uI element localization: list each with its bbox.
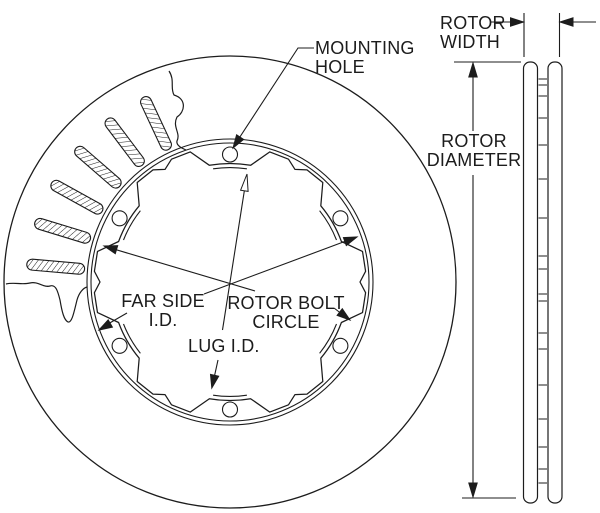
rotor-width-arrow-left [510, 17, 526, 27]
mounting-hole [332, 337, 349, 354]
lug-id-solid-arrow [209, 373, 220, 390]
vane-slot [34, 217, 92, 244]
recess-inner-arc [319, 210, 338, 241]
mounting-hole [221, 146, 239, 163]
lug-id-open-arrow [239, 173, 249, 192]
labels: MOUNTING HOLE FAR SIDE I.D. ROTOR BOLT C… [121, 13, 521, 356]
vane-slot-hatched [34, 217, 92, 244]
diagonal-line-left [106, 246, 256, 292]
far-side-id-label-line1: FAR SIDE [121, 291, 205, 311]
vane-slot-hatched [74, 145, 122, 189]
diagonal-line-upper-right [203, 237, 355, 295]
vane-slot [50, 179, 104, 215]
bolt-circle-diagonal-arrow [342, 236, 359, 247]
rotor-bolt-circle-label-line1: ROTOR BOLT [227, 293, 344, 313]
mounting-hole [111, 337, 128, 354]
mounting-hole [111, 210, 128, 227]
mounting-hole-label-line2: HOLE [315, 57, 365, 77]
vane-slot [140, 96, 172, 151]
rotor-outer-circle [3, 55, 457, 509]
vane-slot [104, 117, 145, 168]
mounting-hole [332, 210, 349, 227]
left-diagonal-arrow [102, 245, 119, 255]
generated-geometry [3, 55, 563, 509]
rotor-width-label-line1: ROTOR [440, 13, 506, 33]
rotor-bolt-circle-label-line2: CIRCLE [252, 312, 319, 332]
break-line-top [168, 70, 187, 151]
recess-inner-arc [213, 166, 247, 170]
rotor-width-dimension [491, 13, 596, 57]
break-line-bottom [5, 282, 88, 323]
side-plate-left [522, 61, 539, 504]
mounting-hole [221, 401, 239, 418]
far-side-id-label-line2: I.D. [149, 310, 178, 330]
vane-slot [26, 258, 86, 275]
mounting-hole-leader [233, 47, 314, 147]
rotor-diameter-label-line2: DIAMETER [427, 150, 522, 170]
vane-slot-hatched [26, 258, 86, 275]
side-plate-right [547, 61, 563, 504]
vane-slot [74, 145, 122, 189]
vane-slot-hatched [104, 117, 145, 168]
rotor-width-arrow-right [558, 17, 574, 27]
far-side-ring-outer [86, 138, 374, 426]
center-dimension-lines [106, 176, 355, 386]
recess-inner-arc [122, 323, 141, 354]
recess-inner-arc [213, 394, 247, 398]
rotor-diameter-label-line1: ROTOR [441, 131, 507, 151]
rotor-diameter-arrow-top [468, 61, 478, 78]
rotor-bolt-circle-arrow [336, 307, 352, 321]
rotor-diameter-arrow-bottom [468, 482, 478, 499]
lug-id-line-upper [221, 176, 248, 331]
recess-inner-arc [319, 323, 338, 354]
mounting-hole-label-line1: MOUNTING [315, 38, 415, 58]
far-side-id-arrow [97, 319, 114, 331]
rotor-diameter-dimension [454, 61, 521, 499]
far-side-ring-inner [90, 142, 370, 422]
vane-slot-hatched [50, 179, 104, 215]
arrowheads [97, 17, 574, 499]
lug-id-label: LUG I.D. [188, 336, 260, 356]
mounting-hole-arrow [232, 134, 245, 150]
recess-inner-arc [122, 210, 141, 241]
vane-slot-hatched [140, 96, 172, 151]
rotor-width-label-line2: WIDTH [440, 32, 500, 52]
